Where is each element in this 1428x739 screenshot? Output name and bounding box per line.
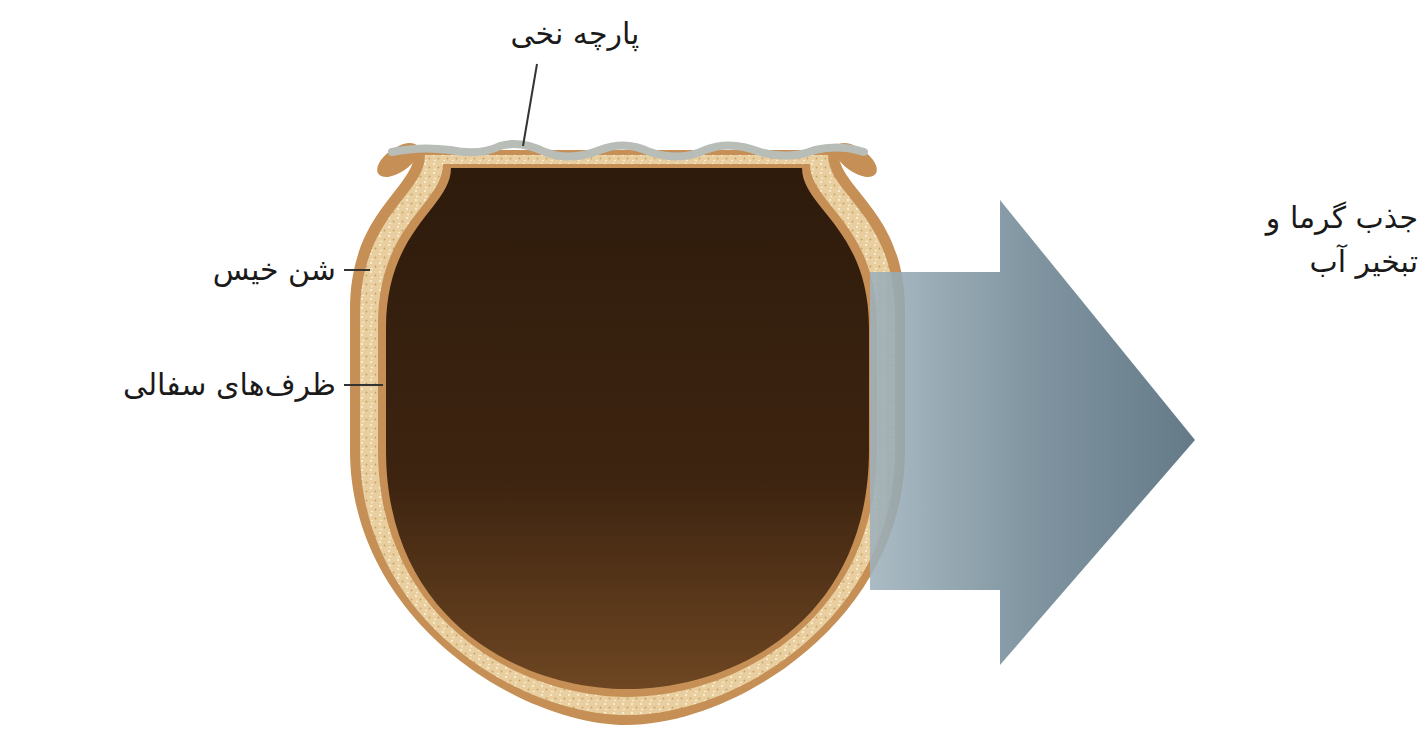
pot-rim (371, 136, 424, 183)
pots-label: ظرف‌های سفالی (36, 363, 336, 407)
clay-pots (350, 136, 905, 725)
leader-line (344, 269, 370, 271)
wet-sand (360, 155, 895, 715)
process-label: جذب گرما و تبخیر آب (1206, 196, 1418, 283)
leader-line (523, 64, 537, 146)
pot-interior (386, 168, 869, 689)
outer-pot (350, 150, 905, 725)
cloth-label: پارچه نخی (485, 12, 665, 56)
cotton-cloth (392, 144, 864, 157)
sand-label: شن خیس (136, 248, 336, 292)
leader-line (344, 384, 383, 386)
inner-pot (378, 164, 877, 697)
heat-arrow (870, 200, 1195, 665)
